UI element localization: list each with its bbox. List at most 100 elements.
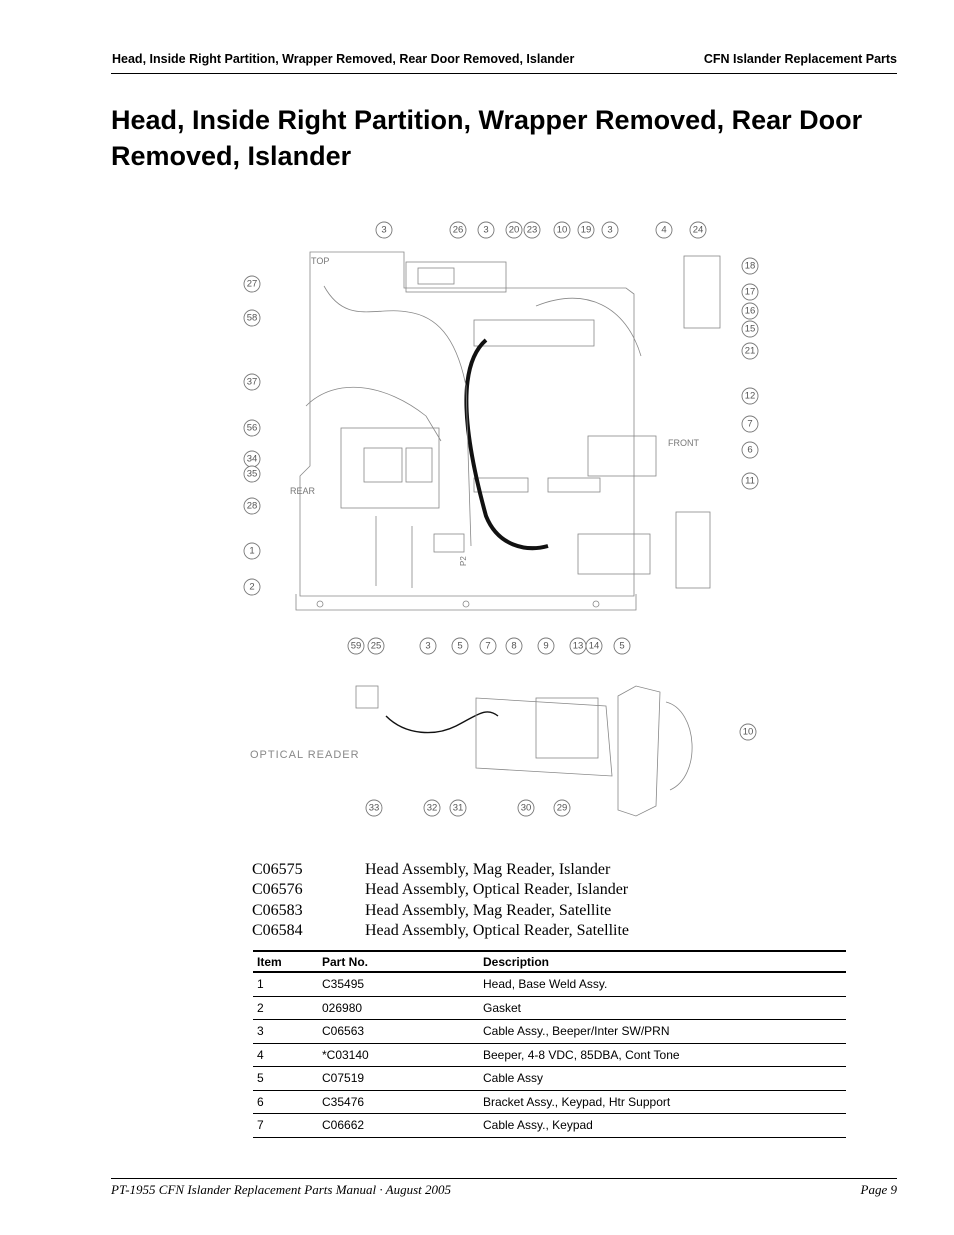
- assembly-list: C06575 Head Assembly, Mag Reader, Islande…: [252, 860, 772, 941]
- callout-bubble: 20: [505, 221, 523, 239]
- assembly-description: Head Assembly, Optical Reader, Islander: [365, 881, 629, 899]
- callout-bubble: 35: [243, 465, 261, 483]
- assembly-description: Head Assembly, Optical Reader, Satellite: [365, 921, 630, 939]
- assembly-part-number: C06576: [252, 881, 303, 899]
- callout-number: 32: [427, 803, 438, 814]
- callout-number: 10: [743, 727, 754, 738]
- part-number-cell: C35476: [322, 1094, 365, 1109]
- optical-reader-drawing: OPTICAL READER: [250, 685, 693, 817]
- callout-number: 3: [381, 225, 386, 236]
- callout-bubble: 34: [243, 450, 261, 468]
- callout-number: 18: [745, 261, 756, 272]
- description-cell: Beeper, 4-8 VDC, 85DBA, Cont Tone: [483, 1047, 680, 1062]
- part-number-cell: C35495: [322, 977, 365, 992]
- callout-number: 16: [745, 306, 756, 317]
- callout-bubble: 31: [449, 799, 467, 817]
- callout-bubble: 33: [365, 799, 383, 817]
- connector-p2-label: P2: [459, 556, 468, 566]
- col-item-header: Item: [257, 954, 282, 969]
- callout-number: 3: [607, 225, 612, 236]
- callout-bubble: 11: [741, 472, 759, 490]
- item-cell: 5: [257, 1071, 264, 1086]
- callout-bubble: 6: [741, 441, 759, 459]
- top-view-label: TOP: [311, 256, 329, 266]
- callout-bubble: 8: [505, 637, 523, 655]
- callout-bubble: 29: [553, 799, 571, 817]
- part-number-cell: 026980: [322, 1000, 363, 1015]
- callout-bubble: 10: [739, 723, 757, 741]
- callout-bubble: 58: [243, 309, 261, 327]
- item-cell: 2: [257, 1000, 264, 1015]
- callout-number: 33: [369, 803, 380, 814]
- part-number-cell: *C03140: [322, 1047, 369, 1062]
- callout-bubble: 16: [741, 302, 759, 320]
- running-header-manual: CFN Islander Replacement Parts: [703, 52, 897, 66]
- callout-bubble: 25: [367, 637, 385, 655]
- callout-bubble: 26: [449, 221, 467, 239]
- callout-bubble: 3: [601, 221, 619, 239]
- callout-number: 58: [247, 313, 258, 324]
- head-housing-drawing: TOP REAR FRONT P2: [290, 251, 721, 611]
- callout-number: 1: [249, 546, 254, 557]
- callout-number: 15: [745, 324, 756, 335]
- assembly-part-number: C06575: [252, 861, 303, 878]
- callout-bubble: 1: [243, 542, 261, 560]
- callout-number: 31: [453, 803, 464, 814]
- callout-number: 5: [457, 641, 462, 652]
- callout-bubble: 28: [243, 497, 261, 515]
- callout-number: 34: [247, 454, 258, 465]
- callout-bubble: 5: [451, 637, 469, 655]
- callout-number: 56: [247, 423, 258, 434]
- callout-bubble: 3: [419, 637, 437, 655]
- callout-bubble: 32: [423, 799, 441, 817]
- callout-number: 30: [521, 803, 532, 814]
- callout-bubble: 9: [537, 637, 555, 655]
- description-cell: Head, Base Weld Assy.: [483, 977, 608, 992]
- part-number-cell: C06662: [322, 1118, 365, 1133]
- callout-number: 7: [485, 641, 490, 652]
- optical-reader-label: OPTICAL READER: [250, 749, 360, 761]
- col-partno-header: Part No.: [322, 954, 369, 969]
- header-divider: [111, 73, 897, 74]
- rear-view-label: REAR: [290, 486, 316, 496]
- callout-number: 2: [249, 582, 254, 593]
- callout-bubble: 24: [689, 221, 707, 239]
- parts-table-header: Item Part No. Description: [253, 950, 846, 973]
- callout-bubble: 23: [523, 221, 541, 239]
- callout-bubble: 5: [613, 637, 631, 655]
- part-number-cell: C07519: [322, 1071, 365, 1086]
- callout-bubble: 56: [243, 419, 261, 437]
- callout-bubble: 13: [569, 637, 587, 655]
- callout-bubble: 7: [479, 637, 497, 655]
- assembly-description: Head Assembly, Mag Reader, Islander: [365, 861, 611, 878]
- callout-bubble: 3: [477, 221, 495, 239]
- callout-number: 14: [589, 641, 600, 652]
- page-title: Head, Inside Right Partition, Wrapper Re…: [111, 105, 863, 171]
- callout-number: 10: [557, 225, 568, 236]
- callout-number: 6: [747, 445, 752, 456]
- item-cell: 4: [257, 1047, 264, 1062]
- callout-number: 13: [573, 641, 584, 652]
- callout-bubble: 27: [243, 275, 261, 293]
- footer-manual-title: PT-1955 CFN Islander Replacement Parts M…: [111, 1182, 452, 1197]
- callout-bubble: 19: [577, 221, 595, 239]
- callout-bubble: 15: [741, 320, 759, 338]
- callout-number: 59: [351, 641, 362, 652]
- assembly-row: C06575 Head Assembly, Mag Reader, Islande…: [252, 860, 772, 880]
- callout-number: 4: [661, 225, 666, 236]
- callout-bubble: 2: [243, 578, 261, 596]
- callout-number: 27: [247, 279, 258, 290]
- callout-number: 20: [509, 225, 520, 236]
- callout-bubble: 14: [585, 637, 603, 655]
- callout-number: 8: [511, 641, 516, 652]
- front-view-label: FRONT: [668, 438, 699, 448]
- description-cell: Cable Assy., Keypad: [483, 1118, 593, 1133]
- callout-bubble: 30: [517, 799, 535, 817]
